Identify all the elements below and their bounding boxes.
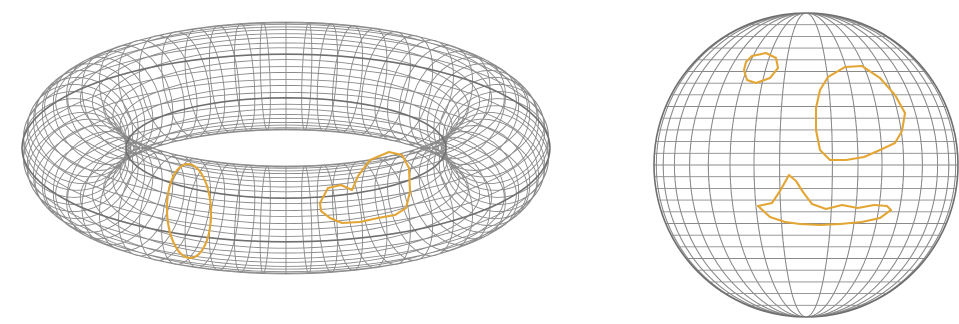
sphere-large-loop — [816, 66, 905, 160]
torus-meridian-loop — [167, 164, 211, 258]
torus-meridian-line — [302, 23, 312, 131]
torus-meridian-line — [445, 106, 549, 205]
torus-meridian-line — [302, 166, 312, 274]
sphere-wireframe — [654, 13, 958, 317]
torus-meridian-line — [23, 92, 127, 191]
sphere-mesh — [654, 13, 958, 317]
torus-mesh — [22, 22, 550, 274]
torus-meridian-line — [23, 106, 127, 205]
sphere-small-loop — [744, 53, 778, 83]
torus-meridian-line — [445, 92, 549, 191]
torus-meridian-line — [260, 166, 270, 274]
torus-meridian-line — [260, 23, 270, 131]
torus-wireframe — [22, 22, 550, 274]
